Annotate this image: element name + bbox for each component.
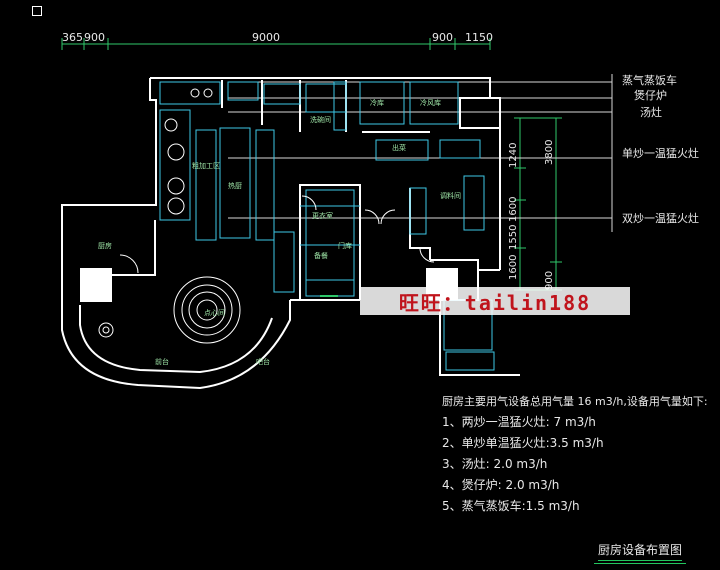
room-label-locker: 更衣室 [312,211,333,220]
dim-right-3800: 3800 [544,140,555,165]
watermark: 旺旺：tailin188 [360,287,630,315]
dim-right-900: 900 [544,271,555,290]
label-soup-stove: 汤灶 [640,105,662,119]
corner-marker [32,6,42,16]
dim-right-1600a: 1600 [508,197,519,222]
column-left [80,268,112,302]
drawing-title: 厨房设备布置图 [593,541,687,564]
room-label-hot-kitchen: 热厨 [228,181,242,190]
dim-top-900a: 900 [84,31,105,44]
room-label-serving: 备餐 [314,251,328,260]
dim-top-365: 365 [62,31,83,44]
door-swings [119,195,435,274]
room-label-dispatch: 出菜 [392,143,406,152]
equipment-blocks [159,81,495,371]
dim-top-9000: 9000 [252,31,280,44]
room-label-front: 前台 [155,357,169,366]
gas-notes-heading: 厨房主要用气设备总用气量 16 m3/h,设备用气量如下: [442,395,708,408]
room-label-cold-store: 冷库 [370,98,384,107]
dim-right-1240: 1240 [508,143,519,168]
gas-note-item-5: 5、蒸气蒸饭车:1.5 m3/h [442,499,580,513]
gas-usage-notes: 厨房主要用气设备总用气量 16 m3/h,设备用气量如下: 1、两炒一温猛火灶:… [442,393,720,514]
room-label-dishwash: 洗碗间 [310,115,331,124]
room-label-door-store: 门库 [338,241,352,250]
gas-note-item-1: 1、两炒一温猛火灶: 7 m3/h [442,415,596,429]
dim-right-1550: 1550 [508,225,519,250]
room-label-kitchen: 厨房 [98,241,112,250]
gas-note-item-2: 2、单炒单温猛火灶:3.5 m3/h [442,436,604,450]
plant-symbol [98,322,114,338]
room-label-bar: 吧台 [256,357,270,366]
room-label-cold-air-store: 冷风库 [420,98,441,107]
round-table [173,276,241,344]
label-steamer: 蒸气蒸饭车 [622,73,677,87]
label-single-wok: 单炒一温猛火灶 [622,147,699,160]
stove-burners [164,88,213,215]
room-label-dimsum: 点心间 [204,309,225,317]
dim-top-900b: 900 [432,31,453,44]
dim-right-1600b: 1600 [508,255,519,280]
room-label-seasoning: 调料间 [440,191,461,200]
dim-top-1150: 1150 [465,31,493,44]
label-claypot-stove: 煲仔炉 [634,89,667,102]
gas-note-item-3: 3、汤灶: 2.0 m3/h [442,457,548,471]
gas-note-item-4: 4、煲仔炉: 2.0 m3/h [442,478,560,492]
top-dimension-line [61,38,491,50]
label-double-wok: 双炒一温猛火灶 [622,212,699,225]
room-label-prep: 粗加工区 [192,161,220,170]
